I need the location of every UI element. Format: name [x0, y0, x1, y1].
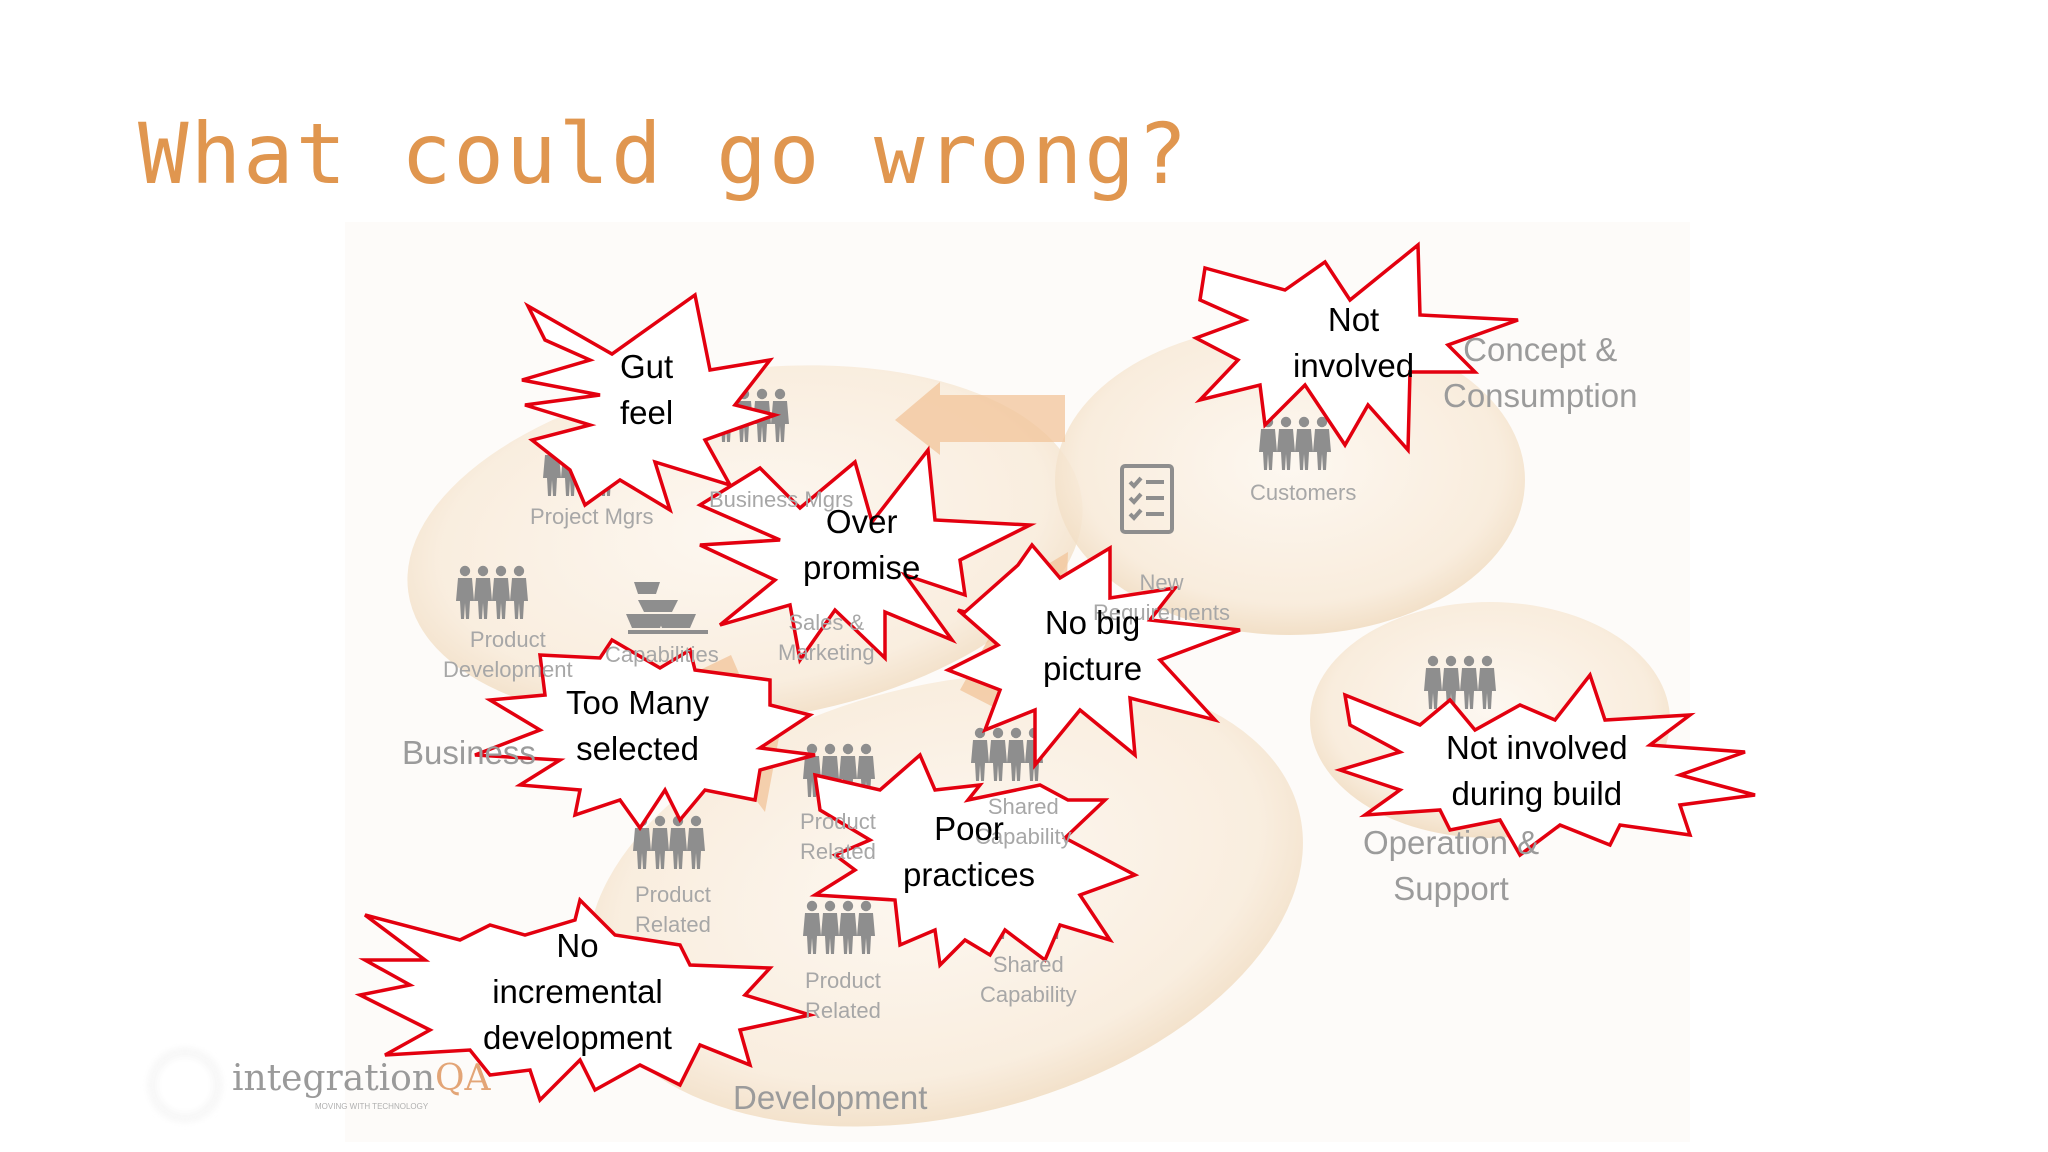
burst-line: during build [1451, 775, 1623, 812]
page-title: What could go wrong? [138, 105, 1190, 203]
label-customers: Customers [1250, 480, 1357, 505]
checklist-icon [1120, 464, 1174, 534]
label-line: Product [805, 968, 881, 993]
burst-line: Not [1327, 301, 1380, 338]
burst-too-many-selected [474, 637, 816, 832]
label-project-mgrs: Project Mgrs [530, 504, 654, 529]
burst-line: practices [903, 856, 1036, 893]
label-line: Sales & [788, 610, 865, 635]
label-line: Support [1393, 870, 1509, 907]
label-shared-capability: Shared Capability [980, 950, 1077, 1010]
label-line: Related [805, 998, 881, 1023]
label-line: Requirements [1093, 600, 1230, 625]
burst-line: picture [1043, 650, 1143, 687]
label-line: New [1139, 570, 1184, 595]
burst-line: No big [1044, 604, 1141, 641]
label-new-requirements: New Requirements [1093, 568, 1230, 628]
burst-line: incremental [492, 973, 663, 1010]
burst-text-too-many-selected: Too Many selected [566, 680, 709, 772]
zone-label-concept: Concept & Consumption [1443, 327, 1637, 419]
burst-not-involved [1191, 241, 1519, 455]
label-line: Capability [975, 824, 1072, 849]
burst-line: promise [803, 549, 921, 586]
burst-line: selected [576, 730, 699, 767]
label-product-related: Product Related [805, 966, 881, 1026]
label-line: Shared [987, 794, 1059, 819]
burst-line: Not involved [1446, 729, 1628, 766]
label-line: Shared [992, 952, 1064, 977]
label-business-mgrs: Business Mgrs [709, 487, 854, 512]
burst-not-involved-build [1334, 671, 1756, 858]
arrow-concept-to-business [895, 382, 1065, 455]
label-line: Development [443, 657, 573, 682]
label-line: Related [800, 839, 876, 864]
label-line: Consumption [1443, 377, 1638, 414]
burst-line: involved [1293, 347, 1415, 384]
burst-line: Too Many [566, 684, 710, 721]
burst-no-incremental [354, 896, 817, 1104]
burst-text-no-big-picture: No big picture [1043, 600, 1142, 692]
label-line: Product [469, 627, 546, 652]
burst-text-over-promise: Over promise [803, 499, 920, 591]
label-line: Capability [980, 982, 1077, 1007]
burst-text-no-incremental: No incremental development [483, 923, 672, 1061]
gold-bars-icon [626, 582, 708, 634]
label-product-related: Product Related [800, 807, 876, 867]
burst-line: Over [825, 503, 898, 540]
logo-name-main: integration [232, 1058, 436, 1099]
label-product-development: Product Development [443, 625, 573, 685]
zone-label-business: Business [402, 734, 536, 771]
burst-line: Poor [934, 810, 1004, 847]
label-line: Concept & [1463, 331, 1618, 368]
burst-over-promise [696, 445, 1037, 665]
zone-label-operation: Operation & Support [1363, 820, 1539, 912]
logo-swoosh [147, 1047, 223, 1123]
burst-no-big-picture [943, 542, 1241, 770]
logo-tagline: MOVING WITH TECHNOLOGY [315, 1102, 429, 1111]
label-line: Operation & [1363, 824, 1540, 861]
burst-line: development [483, 1019, 672, 1056]
label-line: Marketing [778, 640, 875, 665]
burst-line: No [556, 927, 599, 964]
burst-text-not-involved-build: Not involved during build [1446, 725, 1628, 817]
label-line: Product [635, 882, 711, 907]
burst-poor-practices [809, 752, 1140, 969]
burst-text-not-involved: Not involved [1293, 297, 1414, 389]
zone-label-development: Development [733, 1079, 928, 1116]
label-line: Product [800, 809, 876, 834]
burst-line: Gut [620, 348, 674, 385]
label-line: Related [635, 912, 711, 937]
logo-name-accent: QA [435, 1058, 491, 1099]
label-capabilities: Capabilities [605, 642, 719, 667]
burst-line: feel [620, 394, 674, 431]
burst-shapes [354, 241, 1756, 1104]
label-sales-marketing: Sales & Marketing [778, 608, 875, 668]
burst-text-poor-practices: Poor practices [903, 806, 1035, 898]
logo-wordmark: integrationQA [232, 1058, 491, 1099]
integrationqa-logo: integrationQA MOVING WITH TECHNOLOGY [150, 1040, 530, 1130]
label-product-related: Product Related [635, 880, 711, 940]
burst-gut-feel [521, 292, 782, 514]
label-shared-capability: Shared Capability [975, 792, 1072, 852]
burst-text-gut-feel: Gut feel [620, 344, 673, 436]
